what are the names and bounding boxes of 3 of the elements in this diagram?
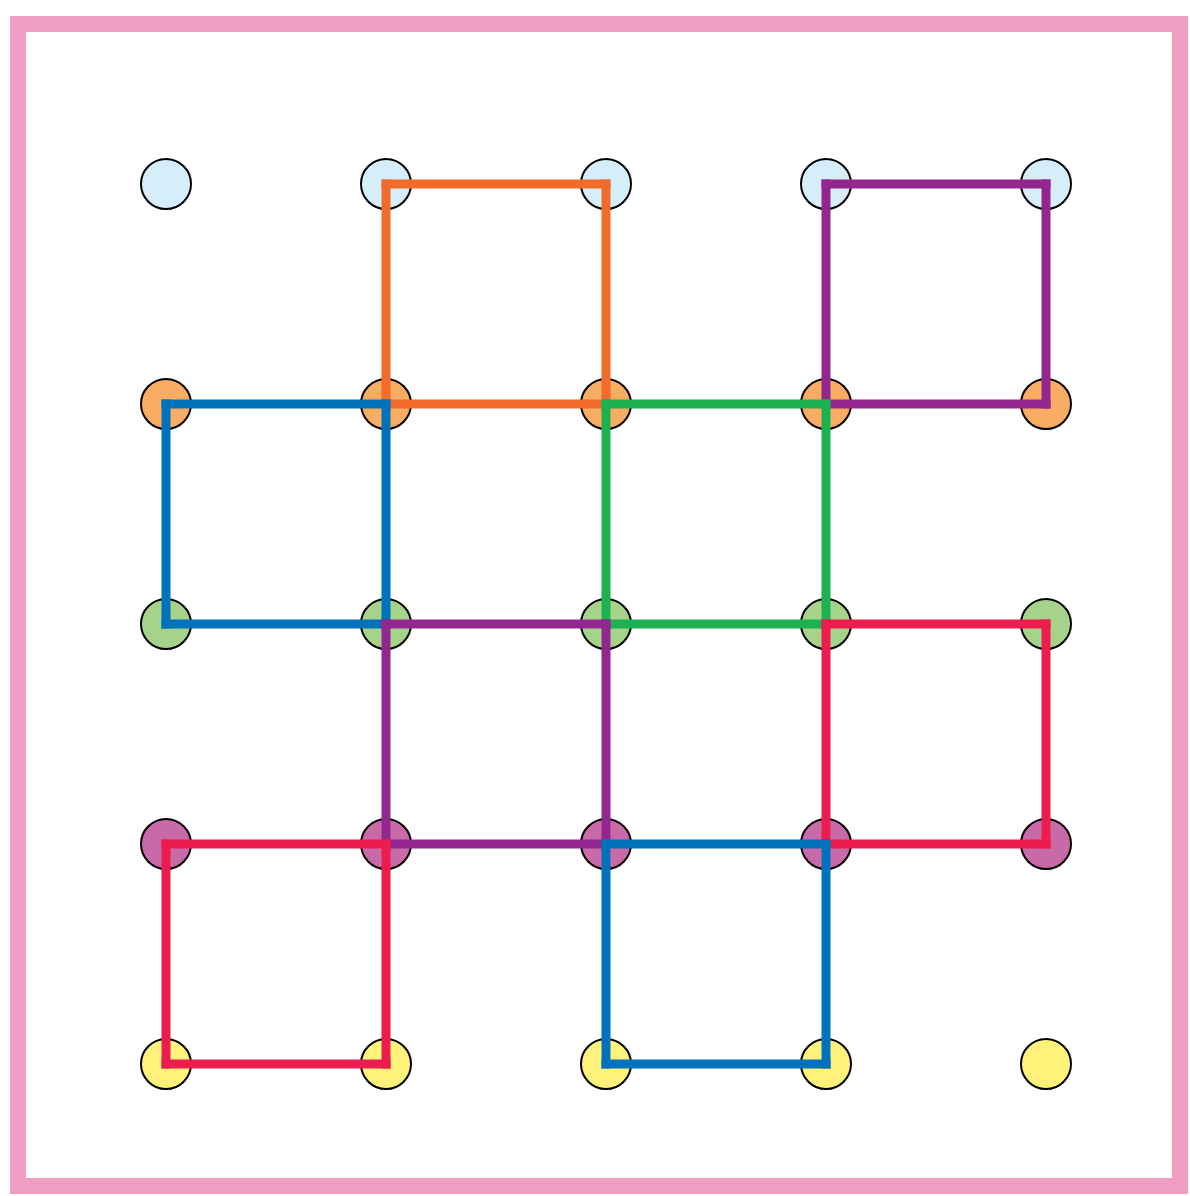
square-side [161, 399, 171, 629]
square-side [601, 839, 611, 1069]
square-side [161, 839, 171, 1069]
